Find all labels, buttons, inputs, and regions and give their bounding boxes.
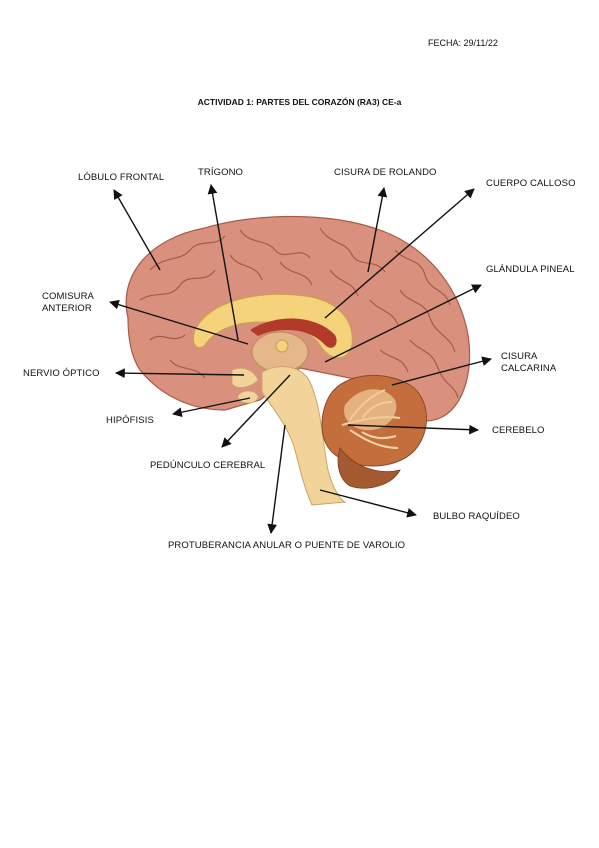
arrow-glandula-pineal <box>324 284 482 363</box>
brainstem-shape <box>261 366 347 506</box>
arrow-comisura-anterior <box>109 299 249 345</box>
arrow-nervio-optico <box>115 368 245 379</box>
gyri-lines <box>139 227 459 399</box>
label-nervio-optico: NERVIO ÓPTICO <box>23 368 100 379</box>
label-comisura-2: ANTERIOR <box>42 303 92 314</box>
arrow-hipofisis <box>172 397 251 418</box>
label-cuerpo-calloso: CUERPO CALLOSO <box>486 178 576 189</box>
label-cisura-calcarina-2: CALCARINA <box>501 363 557 374</box>
label-cisura-calcarina-1: CISURA <box>501 351 538 362</box>
label-bulbo: BULBO RAQUÍDEO <box>433 511 520 522</box>
label-trigono: TRÍGONO <box>198 167 244 178</box>
label-cerebelo: CEREBELO <box>492 425 545 436</box>
cerebellum-lower <box>337 447 401 489</box>
page-title: ACTIVIDAD 1: PARTES DEL CORAZÓN (RA3) CE… <box>197 97 402 107</box>
arrow-bulbo <box>319 489 417 518</box>
arrow-pedunculo <box>221 374 291 448</box>
arrow-cuerpo-calloso <box>324 188 475 319</box>
pineal-shape <box>275 339 289 353</box>
arrow-trigono <box>207 184 239 341</box>
label-lobulo-frontal: LÓBULO FRONTAL <box>78 172 165 183</box>
arrow-cerebelo <box>347 424 479 435</box>
arrow-protuberancia <box>267 424 286 534</box>
label-glandula-pineal: GLÁNDULA PINEAL <box>486 264 575 275</box>
arrow-cisura-rolando <box>367 187 388 273</box>
label-hipofisis: HIPÓFISIS <box>106 415 154 426</box>
cerebellum-light <box>344 389 397 431</box>
fornix-red <box>250 318 337 348</box>
label-cisura-rolando: CISURA DE ROLANDO <box>334 167 437 178</box>
optic-shape <box>231 367 259 388</box>
arrow-cisura-calcarina <box>391 356 492 386</box>
hypophysis-shape <box>237 390 259 404</box>
date-label: FECHA: 29/11/22 <box>428 38 498 48</box>
pointer-arrows <box>109 184 492 534</box>
label-pedunculo: PEDÚNCULO CEREBRAL <box>150 460 266 471</box>
arrow-lobulo-frontal <box>113 189 161 271</box>
label-protuberancia: PROTUBERANCIA ANULAR O PUENTE DE VAROLIO <box>168 540 406 551</box>
label-comisura-1: COMISURA <box>42 291 94 302</box>
